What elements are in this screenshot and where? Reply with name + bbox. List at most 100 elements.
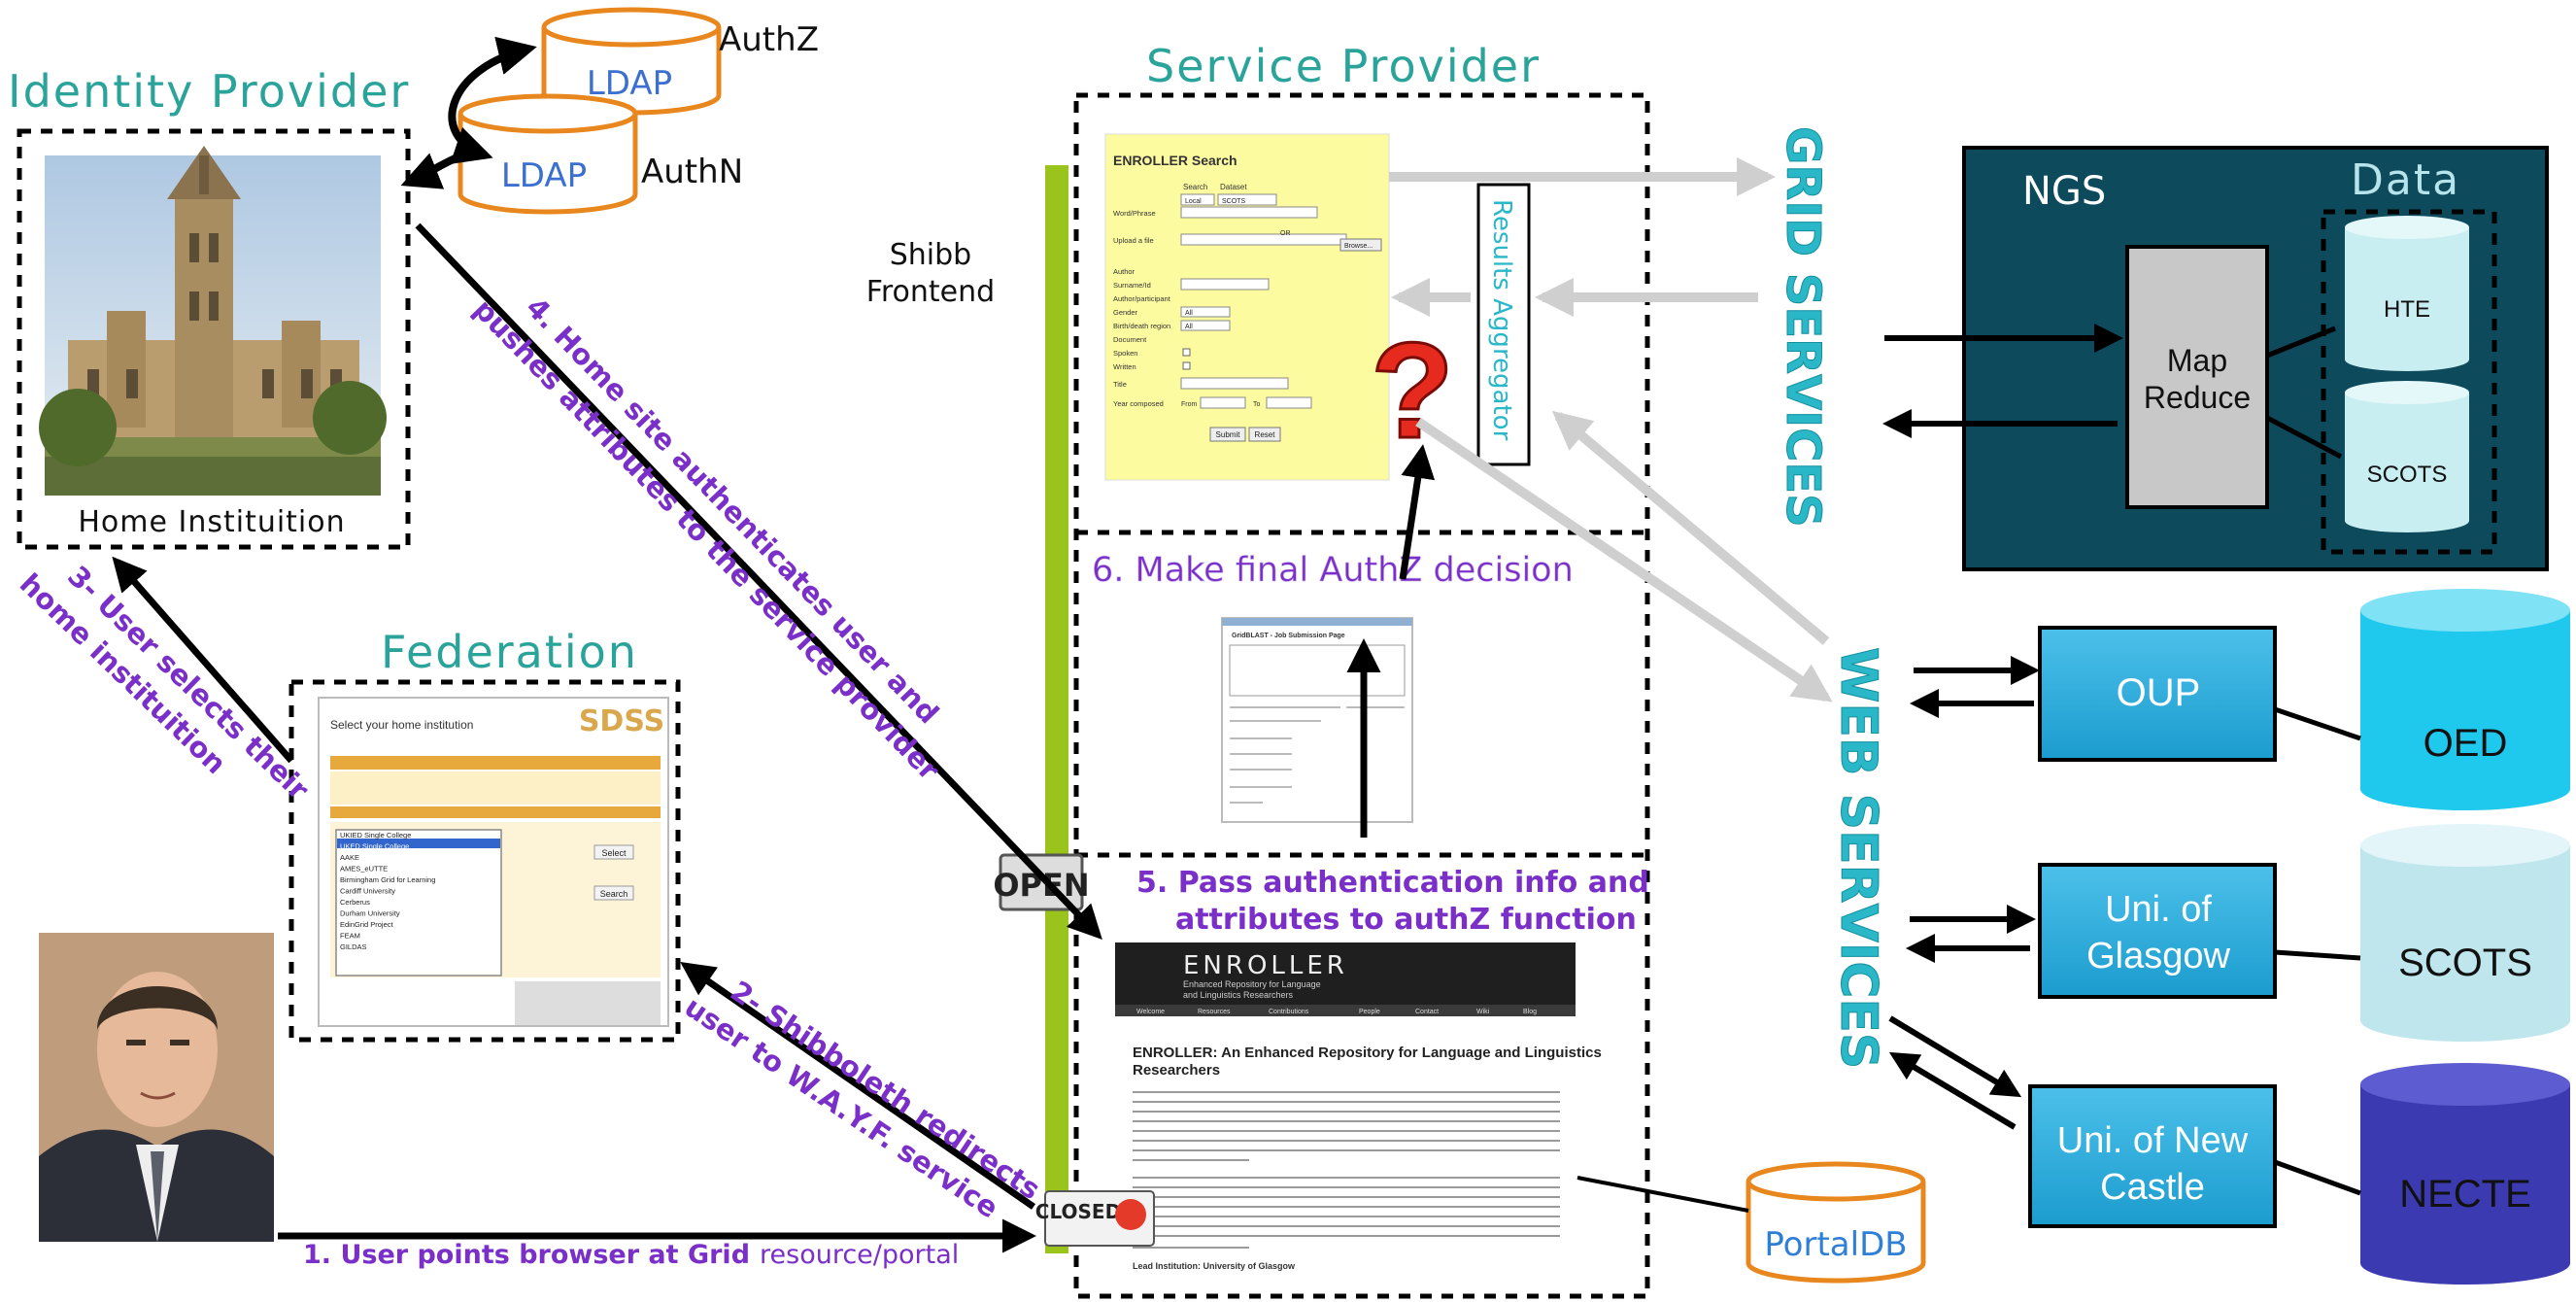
identity-provider-title: Identity Provider [8, 65, 410, 118]
identity-provider-box [17, 128, 411, 550]
dataset-select[interactable] [1217, 193, 1277, 206]
gridblast-screenshot: GridBLAST - Job Submission Page [1221, 617, 1413, 823]
enroller-banner: ENROLLER [1183, 951, 1348, 980]
select-button[interactable] [593, 844, 634, 860]
pass-info-line2: attributes to authZ function [1175, 903, 1637, 937]
search-field-select[interactable] [1180, 320, 1231, 331]
necte-label: NECTE [2399, 1173, 2531, 1216]
search-field-label: Spoken [1113, 349, 1137, 358]
enroller-nav-item[interactable]: Contributions [1269, 1009, 1309, 1015]
results-aggregator-box [1476, 183, 1531, 466]
search-field-input[interactable] [1180, 233, 1347, 246]
university-campus-photo [39, 146, 387, 496]
year-to-input[interactable] [1266, 396, 1312, 409]
search-button[interactable] [593, 885, 634, 901]
search-field-input[interactable] [1180, 206, 1318, 219]
svg-text:?: ? [1371, 314, 1454, 466]
glasgow-scots-link [2274, 949, 2361, 961]
web-services-label-group: WEB SERVICES [1829, 647, 1888, 1070]
enroller-nav-item[interactable]: People [1359, 1009, 1380, 1015]
search-field-label: Gender [1113, 308, 1138, 317]
service-provider-box [1073, 92, 1650, 1299]
year-to-label: To [1253, 401, 1261, 408]
search-scope-select[interactable] [1180, 193, 1215, 206]
enroller-nav-item[interactable]: Resources [1198, 1009, 1231, 1015]
institution-option[interactable]: AMES_eUTTE [340, 865, 388, 874]
authn-label: AuthN [641, 153, 743, 191]
oup-oed-link [2274, 706, 2361, 741]
institution-option[interactable]: GILDAS [340, 942, 367, 951]
search-button-label: Search [600, 889, 628, 899]
browse-button[interactable] [1339, 238, 1382, 252]
institution-option[interactable]: Birmingham Grid for Learning [340, 875, 435, 884]
federation-title: Federation [381, 626, 638, 678]
identity-provider-group: Identity Provider Home Instituition [8, 65, 411, 550]
search-field-input[interactable] [1180, 278, 1270, 291]
enroller-nav-item[interactable]: Welcome [1136, 1009, 1165, 1015]
institution-option[interactable]: UKED Single College [340, 842, 409, 851]
search-field-input[interactable] [1180, 377, 1289, 390]
ngs-scots-cylinder: SCOTS [2345, 381, 2469, 532]
dataset-value: SCOTS [1222, 198, 1245, 205]
wayf-title: Select your home institution [330, 718, 473, 732]
step3-line1: 3- User selects their [61, 560, 316, 807]
results-aggregator-label: Results Aggregator [1487, 199, 1516, 441]
scots-label: SCOTS [2398, 942, 2532, 984]
submit-button[interactable] [1209, 427, 1246, 442]
enroller-search-title: ENROLLER Search [1113, 153, 1237, 168]
reset-button[interactable] [1248, 427, 1281, 442]
institution-option[interactable]: Durham University [340, 909, 400, 918]
authz-decision-label: 6. Make final AuthZ decision [1092, 551, 1574, 590]
enroller-nav-item[interactable]: Blog [1523, 1009, 1537, 1015]
authz-link-arrow [448, 36, 537, 164]
search-field-select[interactable] [1180, 306, 1231, 318]
enroller-website-screenshot: ENROLLER Enhanced Repository for Languag… [1115, 942, 1602, 1271]
search-field-label: Upload a file [1113, 236, 1154, 245]
enroller-nav-item[interactable]: Contact [1415, 1009, 1439, 1015]
search-field-checkbox[interactable] [1182, 361, 1191, 370]
newcastle-to-web-arrow [1888, 1051, 2017, 1130]
newcastle-box [2028, 1084, 2277, 1228]
institution-option[interactable]: Cerberus [340, 898, 370, 907]
institution-option[interactable]: AAKE [340, 853, 359, 862]
institution-option[interactable]: EdinGrid Project [340, 920, 394, 929]
newcastle-label-1: Uni. of New [2057, 1120, 2249, 1161]
search-field-label: Year composed [1113, 399, 1164, 408]
step2-arrow [680, 962, 1035, 1210]
enroller-nav-item[interactable]: Wiki [1476, 1009, 1490, 1015]
hte-cylinder: HTE [2345, 216, 2469, 371]
mapreduce-line1: Map [2167, 343, 2227, 378]
institution-option[interactable]: Cardiff University [340, 887, 395, 896]
web-services-label: WEB SERVICES [1829, 647, 1887, 1069]
gridblast-title: GridBLAST - Job Submission Page [1232, 633, 1345, 639]
portaldb-link [1576, 1176, 1749, 1213]
search-field-checkbox[interactable] [1182, 348, 1191, 357]
enroller-nav: Welcome Resources Contributions People Conta… [1136, 1009, 1537, 1015]
ldap-authn-label: LDAP [501, 156, 587, 195]
institution-option[interactable]: UKIED Single College [340, 831, 411, 839]
glasgow-label-2: Glasgow [2086, 936, 2230, 976]
browse-button-label: Browse... [1344, 243, 1373, 250]
step3-label: 3- User selects their home instituition [14, 560, 316, 807]
oup-box [2038, 626, 2277, 762]
mapreduce-box [2125, 245, 2269, 509]
step6-arrow [1399, 444, 1436, 580]
shibb-frontend-bar [1045, 165, 1068, 1253]
search-field-label: Title [1113, 380, 1127, 389]
institution-option[interactable]: FEAM [340, 932, 360, 941]
institution-listbox[interactable] [335, 829, 502, 976]
authz-label: AuthZ [719, 20, 819, 59]
user-photo [39, 933, 274, 1242]
year-from-input[interactable] [1200, 396, 1246, 409]
federation-group: Federation Select your home institution … [288, 626, 681, 1043]
search-field-select-value: All [1185, 324, 1193, 330]
enroller-heading-2: Researchers [1133, 1062, 1220, 1079]
portaldb-cylinder: PortalDB [1746, 1161, 1926, 1284]
pass-info-line1: 5. Pass authentication info and [1136, 866, 1649, 900]
enroller-banner-sub2: and Linguistics Researchers [1183, 990, 1294, 1000]
oup-label: OUP [2117, 671, 2201, 714]
search-field-label: Author/participant [1113, 294, 1171, 303]
step2-line1: 2- Shibboleth redirects [725, 975, 1046, 1207]
